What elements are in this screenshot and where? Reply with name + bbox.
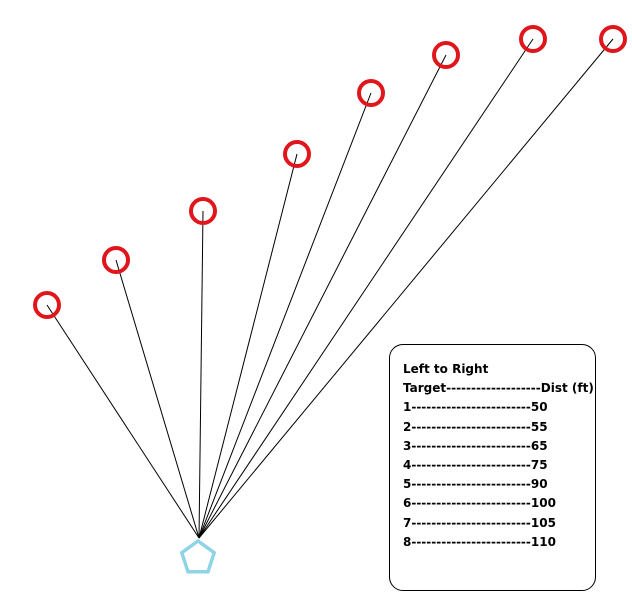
sight-line-5 bbox=[198, 92, 372, 539]
circle-target-icon bbox=[33, 291, 61, 319]
sight-line-4 bbox=[198, 153, 298, 539]
sight-line-6 bbox=[198, 54, 447, 539]
circle-target-icon bbox=[357, 79, 385, 107]
legend-title: Left to Right bbox=[403, 362, 489, 376]
legend-row: 5------------------------90 bbox=[403, 477, 548, 492]
circle-target-icon bbox=[283, 140, 311, 168]
legend-row: 1------------------------50 bbox=[403, 400, 548, 415]
legend-row: 7------------------------105 bbox=[403, 515, 556, 530]
legend-header: Target-------------------Dist (ft) bbox=[403, 381, 594, 396]
circle-target-icon bbox=[189, 197, 217, 225]
sight-line-7 bbox=[198, 38, 534, 539]
sight-line-1 bbox=[46, 304, 200, 539]
legend-row: 3------------------------65 bbox=[403, 438, 548, 453]
circle-target-icon bbox=[599, 25, 627, 53]
sight-line-3 bbox=[198, 210, 204, 539]
legend-text: Left to Right Target-------------------D… bbox=[403, 360, 594, 552]
targets bbox=[33, 25, 627, 319]
legend-row: 2------------------------55 bbox=[403, 419, 548, 434]
legend-row: 6------------------------100 bbox=[403, 496, 556, 511]
legend-row: 8------------------------110 bbox=[403, 534, 556, 549]
legend-row: 4------------------------75 bbox=[403, 458, 548, 473]
sight-lines bbox=[46, 38, 614, 539]
distance-legend bbox=[389, 344, 596, 591]
pentagon-shooter-icon bbox=[179, 538, 217, 574]
sight-line-8 bbox=[198, 38, 614, 539]
circle-target-icon bbox=[519, 25, 547, 53]
circle-target-icon bbox=[102, 246, 130, 274]
sight-line-2 bbox=[115, 259, 200, 539]
legend-rows: 1------------------------50 2------------… bbox=[403, 398, 594, 552]
circle-target-icon bbox=[432, 41, 460, 69]
